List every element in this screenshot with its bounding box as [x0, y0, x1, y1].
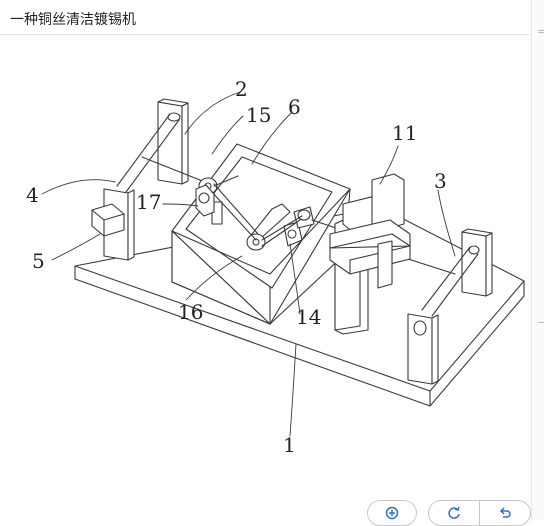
part-labels: 2 15 6 11 3 4 17 5 16 14 1: [26, 77, 447, 457]
patent-diagram: 2 15 6 11 3 4 17 5 16 14 1: [26, 77, 525, 457]
label-6: 6: [288, 95, 301, 119]
label-5: 5: [32, 249, 45, 273]
page-title: 一种铜丝清洁镀锡机: [10, 12, 136, 28]
scroll-tick: [538, 322, 544, 323]
label-1: 1: [283, 433, 296, 457]
scrollbar[interactable]: [531, 0, 544, 520]
left-assembly: [91, 98, 189, 261]
zoom-in-icon: [385, 506, 399, 520]
undo-button[interactable]: [479, 500, 531, 526]
pulleys: [195, 175, 343, 251]
far-right-assembly: [407, 228, 493, 385]
label-2: 2: [235, 77, 248, 101]
title-bar: 一种铜丝清洁镀锡机: [0, 0, 530, 35]
label-14: 14: [296, 305, 321, 329]
leader-lines: [41, 91, 456, 437]
label-16: 16: [178, 300, 203, 324]
undo-icon: [499, 507, 511, 518]
label-15: 15: [246, 103, 271, 127]
label-4: 4: [26, 183, 39, 207]
scroll-tick: [538, 30, 544, 31]
label-17: 17: [136, 190, 161, 214]
label-3: 3: [434, 169, 447, 193]
right-assembly: [329, 173, 411, 335]
scroll-tick: [538, 32, 544, 33]
label-11: 11: [392, 121, 417, 145]
zoom-in-button[interactable]: [367, 500, 417, 526]
rotate-icon: [448, 506, 460, 519]
rotate-button[interactable]: [428, 500, 480, 526]
